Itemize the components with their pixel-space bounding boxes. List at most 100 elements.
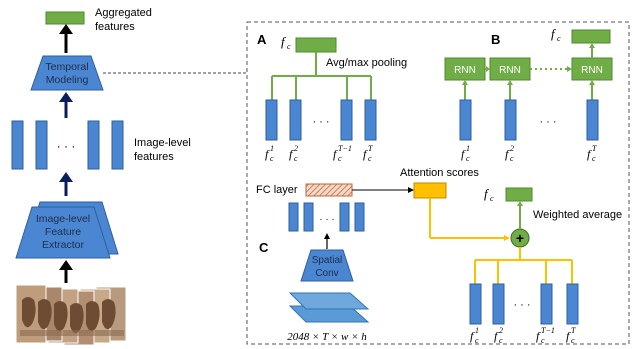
panel-a-feature-4 [364,99,377,141]
panel-b-feature-label-1: f c 1 [461,144,470,163]
panel-c-feature-label-4: f c T [566,326,576,345]
svg-text:c: c [294,154,298,163]
panel-b-feature-label-3: f c T [587,144,597,163]
svg-text:1: 1 [466,144,470,153]
spatial-conv-block [300,249,354,282]
panel-b-fc: f [551,26,557,41]
panel-b-feature-label-2: f c 2 [505,144,514,163]
arrow-head-aggregated [59,24,73,34]
svg-text:T: T [368,144,373,153]
panel-a-feature-3 [340,99,353,141]
panel-b-output-box [571,29,611,44]
panel-a-letter: A [257,32,267,47]
rnn-cell-1-label: RNN [454,65,476,76]
svg-text:f: f [566,329,571,343]
panel-c-output-box [505,187,533,202]
panel-c-feature-tree [474,247,573,284]
feature-bar-3 [87,120,100,170]
arrow-head-temporal [59,92,73,102]
imagelevel-label-1: Image-level [134,137,191,149]
svg-text:c: c [541,336,545,345]
rnn-connections [462,43,595,100]
svg-text:T−1: T−1 [338,144,352,153]
panel-a-pooling-tree [271,52,372,100]
spatial-conv-label-1: Spatial [312,255,343,266]
svg-text:2: 2 [499,326,503,335]
panel-c-fc-sub: c [490,194,494,203]
svg-text:2: 2 [294,144,298,153]
fc-layer-label: FC layer [256,184,298,196]
svg-text:f: f [470,329,475,343]
arrow-head-features [59,172,73,182]
panel-c-letter: C [259,240,269,255]
svg-text:f: f [333,147,338,161]
panel-a-fc-sub: c [287,42,291,51]
svg-text:1: 1 [475,326,479,335]
video-frames-image [15,284,127,346]
extractor-label-1: Image-level [36,213,90,225]
aggregated-feature-box [45,11,85,25]
svg-text:f: f [461,147,466,161]
temporal-label-1: Temporal [45,61,88,73]
panel-b-feature-1 [459,99,472,141]
extractor-label-2: Feature [45,226,81,238]
panel-c-feature-2 [492,283,505,325]
feature-bar-1 [11,120,24,170]
panel-a-ellipsis: · · · [312,116,329,128]
temporal-modeling-block [30,55,104,91]
svg-text:c: c [571,336,575,345]
arrow-head-extractor [59,260,73,270]
spatial-conv-label-2: Conv [315,268,338,279]
svg-text:f: f [363,147,368,161]
svg-text:2: 2 [510,144,514,153]
panel-b-feature-2 [504,99,517,141]
panel-c-feature-1 [469,283,482,325]
attention-to-sum-path [429,198,506,239]
panel-a-feature-label-1: f c 1 [265,144,274,163]
svg-text:f: f [536,329,541,343]
svg-text:T−1: T−1 [541,326,555,335]
rnn-cell-3-label: RNN [581,65,603,76]
spatial-feature-1 [288,202,299,232]
panel-a-feature-label-3: f c T−1 [333,144,352,163]
fc-to-attention-arrow [408,187,414,193]
spatial-feature-2 [303,202,314,232]
panel-a-feature-label-4: f c T [363,144,373,163]
svg-text:c: c [338,154,342,163]
attention-scores-label: Attention scores [400,167,479,179]
panel-c-feature-label-3: f c T−1 [536,326,555,345]
weighted-average-label: Weighted average [533,209,622,221]
panel-c-ellipsis: · · · [513,299,530,311]
panel-a-feature-label-2: f c 2 [289,144,298,163]
feature-map-dims: 2048 × T × w × h [287,331,367,343]
conv-to-features-arrow [324,233,330,239]
panel-a-feature-2 [289,99,302,141]
extractor-front-layer [15,206,111,259]
sum-to-output-arrow [517,201,523,206]
spatial-ellipsis: · · · [319,214,335,225]
feature-bar-4 [111,120,124,170]
spatial-feature-4 [354,202,365,232]
svg-text:1: 1 [270,144,274,153]
aggregated-label-2: features [95,21,135,33]
extractor-label-3: Extractor [42,239,85,251]
spatial-feature-3 [339,202,350,232]
svg-text:c: c [368,154,372,163]
panel-a-feature-1 [265,99,278,141]
panel-c-feature-3 [540,283,553,325]
svg-text:f: f [265,147,270,161]
panel-b-fc-sub: c [557,34,561,43]
svg-text:c: c [510,154,514,163]
panel-a-pool-label: Avg/max pooling [326,57,407,69]
feature-bar-2 [35,120,48,170]
svg-text:c: c [475,336,479,345]
panel-a-output-box [295,37,337,53]
panel-b-letter: B [491,32,500,47]
detail-panel-border [246,21,630,345]
svg-text:c: c [499,336,503,345]
panel-b-feature-3 [586,99,599,141]
svg-text:f: f [289,147,294,161]
svg-text:c: c [270,154,274,163]
